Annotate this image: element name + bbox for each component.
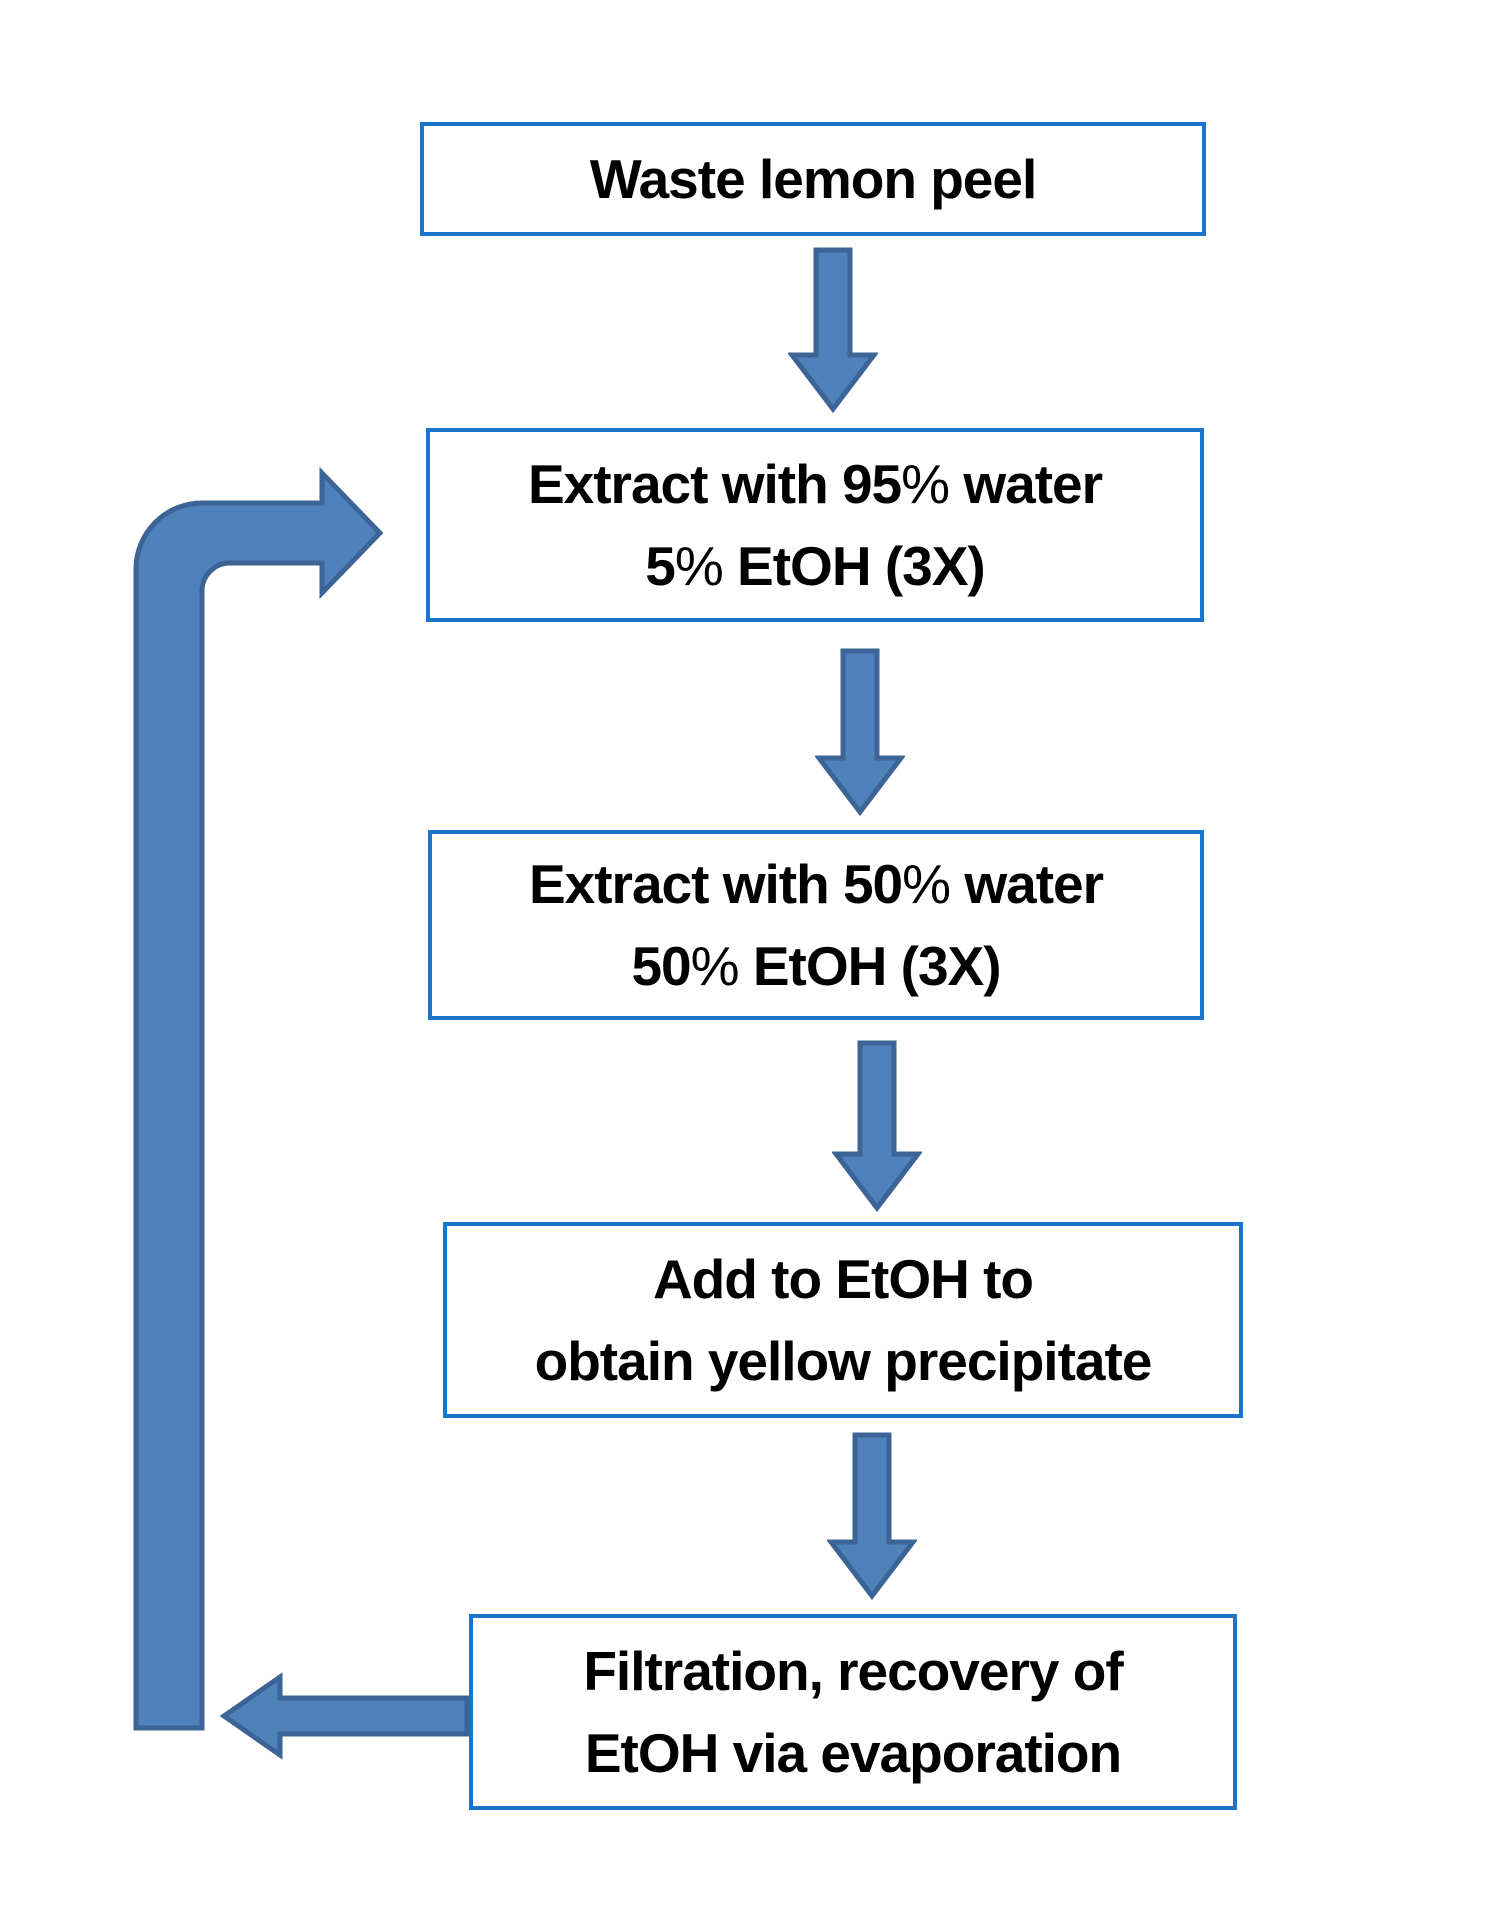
return-arrow-icon <box>219 1672 470 1760</box>
box-text-line: Waste lemon peel <box>589 147 1038 210</box>
flow-box-waste-lemon-peel: Waste lemon peel <box>420 122 1206 236</box>
down-arrow-icon <box>832 1040 922 1212</box>
flow-box-add-to-etoh: Add to EtOH to obtain yellow precipitate <box>443 1222 1243 1418</box>
down-arrow-icon <box>827 1432 917 1600</box>
flow-box-extract-50-water: Extract with 50% water 50% EtOH (3X) <box>428 830 1204 1020</box>
box-text-line: 50% EtOH (3X) <box>631 935 1001 997</box>
box-text-line: Extract with 95% water <box>527 452 1103 515</box>
flow-box-filtration: Filtration, recovery of EtOH via evapora… <box>469 1614 1237 1810</box>
box-text-line: Filtration, recovery of <box>583 1639 1123 1702</box>
box-text-line: EtOH via evaporation <box>584 1722 1122 1784</box>
box-text-line: Extract with 50% water <box>528 852 1104 915</box>
box-text-line: Add to EtOH to <box>652 1247 1034 1310</box>
down-arrow-icon <box>815 648 905 816</box>
flow-box-extract-95-water: Extract with 95% water 5% EtOH (3X) <box>426 428 1204 622</box>
loop-arrow-icon <box>133 466 384 1731</box>
box-text-line: obtain yellow precipitate <box>534 1330 1153 1392</box>
down-arrow-icon <box>788 247 878 413</box>
box-text-line: 5% EtOH (3X) <box>645 535 985 597</box>
